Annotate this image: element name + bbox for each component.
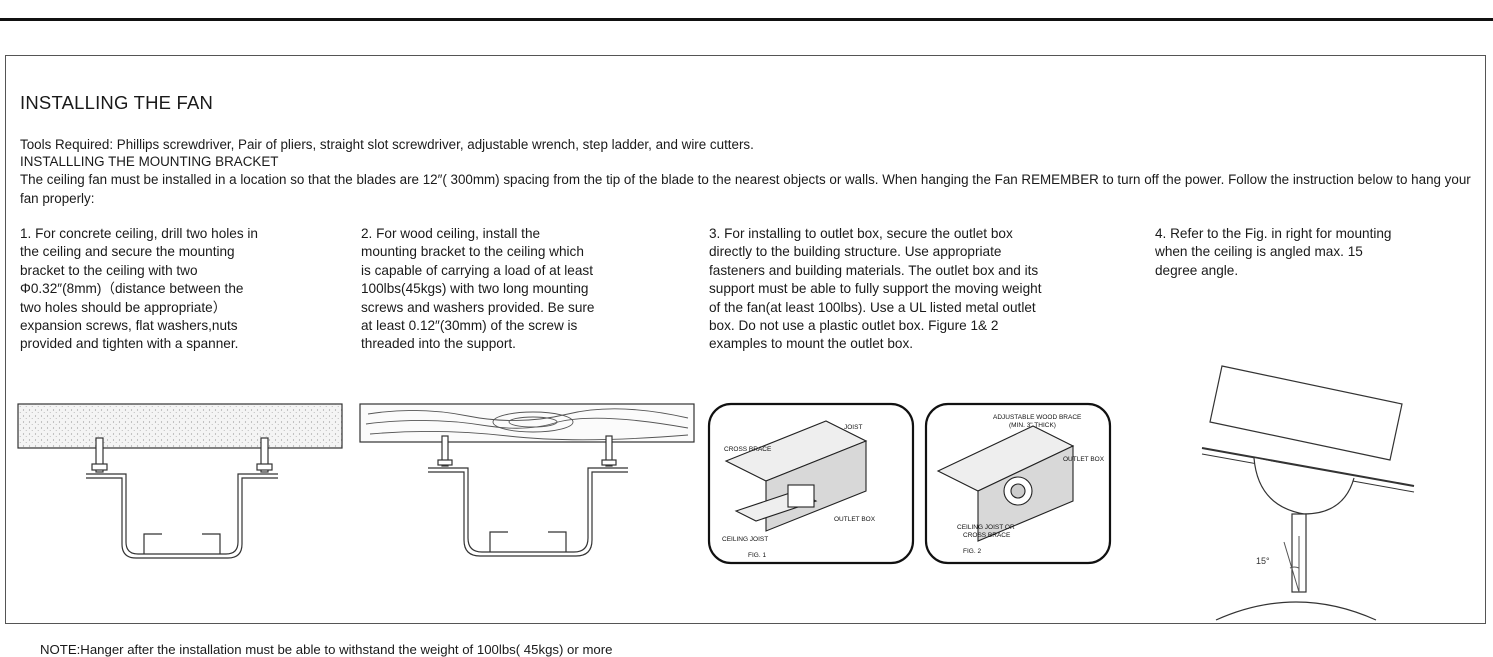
step-line: degree angle. (1155, 262, 1239, 278)
step-line: two holes should be appropriate） (20, 299, 227, 315)
brace-sketch (936, 425, 1075, 542)
tools-required: Tools Required: Phillips screwdriver, Pa… (20, 137, 754, 152)
svg-text:ADJUSTABLE WOOD BRACE: ADJUSTABLE WOOD BRACE (993, 414, 1082, 421)
wood-ceiling-figure (359, 403, 695, 557)
svg-text:CROSS BRACE: CROSS BRACE (963, 532, 1011, 539)
step-line: screws and washers provided. Be sure (361, 299, 595, 315)
step-1: 1. For concrete ceiling, drill two holes… (20, 225, 340, 354)
svg-text:FIG. 1: FIG. 1 (748, 552, 766, 559)
svg-text:CROSS BRACE: CROSS BRACE (724, 446, 772, 453)
step-line: Φ0.32″(8mm)（distance between the (20, 281, 244, 297)
step-line: the ceiling and secure the mounting (20, 244, 235, 260)
svg-text:CEILING JOIST OR: CEILING JOIST OR (957, 524, 1015, 531)
step-3: 3. For installing to outlet box, secure … (709, 225, 1109, 354)
fig2-labels: ADJUSTABLE WOOD BRACE (MIN. 3" THICK) OU… (957, 414, 1105, 555)
step-line: 3. For installing to outlet box, secure … (709, 226, 1013, 241)
angle-label: 15° (1256, 556, 1270, 566)
svg-text:OUTLET BOX: OUTLET BOX (834, 516, 876, 523)
step-line: threaded into the support. (361, 336, 516, 352)
step-line: fasteners and building materials. The ou… (709, 262, 1039, 278)
step-line: at least 0.12″(30mm) of the screw is (361, 318, 578, 334)
step-line: support must be able to fully support th… (709, 281, 1042, 297)
svg-text:(MIN. 3" THICK): (MIN. 3" THICK) (1009, 422, 1056, 429)
step-line: 2. For wood ceiling, install the (361, 226, 541, 241)
intro-paragraph: The ceiling fan must be installed in a l… (20, 172, 1471, 206)
step-line: 4. Refer to the Fig. in right for mounti… (1155, 226, 1392, 241)
step-line: directly to the building structure. Use … (709, 244, 1002, 260)
concrete-slab (17, 403, 343, 449)
step-line: expansion screws, flat washers,nuts (20, 318, 238, 334)
angled-ceiling-figure: 15° (1201, 365, 1415, 593)
mounting-screws (437, 435, 617, 467)
step-line: box. Do not use a plastic outlet box. Fi… (709, 318, 999, 334)
wood-beam (359, 403, 695, 443)
top-rule (0, 18, 1493, 21)
step-line: when the ceiling is angled max. 15 (1155, 244, 1363, 260)
outlet-box-figure-1: CROSS BRACE JOIST OUTLET BOX CEILING JOI… (707, 402, 915, 565)
subheading: INSTALLLING THE MOUNTING BRACKET (20, 154, 279, 169)
step-line: mounting bracket to the ceiling which (361, 244, 584, 260)
step-line: provided and tighten with a spanner. (20, 336, 239, 352)
svg-text:OUTLET BOX: OUTLET BOX (1063, 456, 1105, 463)
instruction-panel: INSTALLING THE FAN Tools Required: Phill… (5, 55, 1486, 657)
canopy (1253, 457, 1355, 593)
joist-sketch (724, 420, 868, 532)
svg-text:JOIST: JOIST (844, 424, 862, 431)
step-line: is capable of carrying a load of at leas… (361, 262, 593, 278)
step-line: bracket to the ceiling with two (20, 262, 198, 278)
wood-grain (365, 408, 689, 441)
step-line: 1. For concrete ceiling, drill two holes… (20, 226, 258, 241)
mounting-bracket (86, 473, 278, 559)
svg-text:CEILING JOIST: CEILING JOIST (722, 536, 768, 543)
installation-note: NOTE:Hanger after the installation must … (40, 642, 613, 657)
step-4: 4. Refer to the Fig. in right for mounti… (1155, 225, 1475, 280)
step-line: examples to mount the outlet box. (709, 336, 914, 352)
step-line: of the fan(at least 100lbs). Use a UL li… (709, 299, 1036, 315)
angle-indicator (1283, 536, 1300, 593)
concrete-ceiling-figure (17, 403, 343, 559)
step-line: 100lbs(45kgs) with two long mounting (361, 281, 589, 297)
mounting-bracket (428, 467, 628, 557)
fig1-labels: CROSS BRACE JOIST OUTLET BOX CEILING JOI… (722, 424, 876, 559)
svg-text:FIG. 2: FIG. 2 (963, 548, 981, 555)
step-2: 2. For wood ceiling, install the mountin… (361, 225, 681, 354)
section-title: INSTALLING THE FAN (20, 92, 214, 113)
outlet-box-figure-2: ADJUSTABLE WOOD BRACE (MIN. 3" THICK) OU… (924, 402, 1112, 565)
fan-housing-figure (1215, 601, 1377, 621)
expansion-screws (91, 437, 273, 473)
